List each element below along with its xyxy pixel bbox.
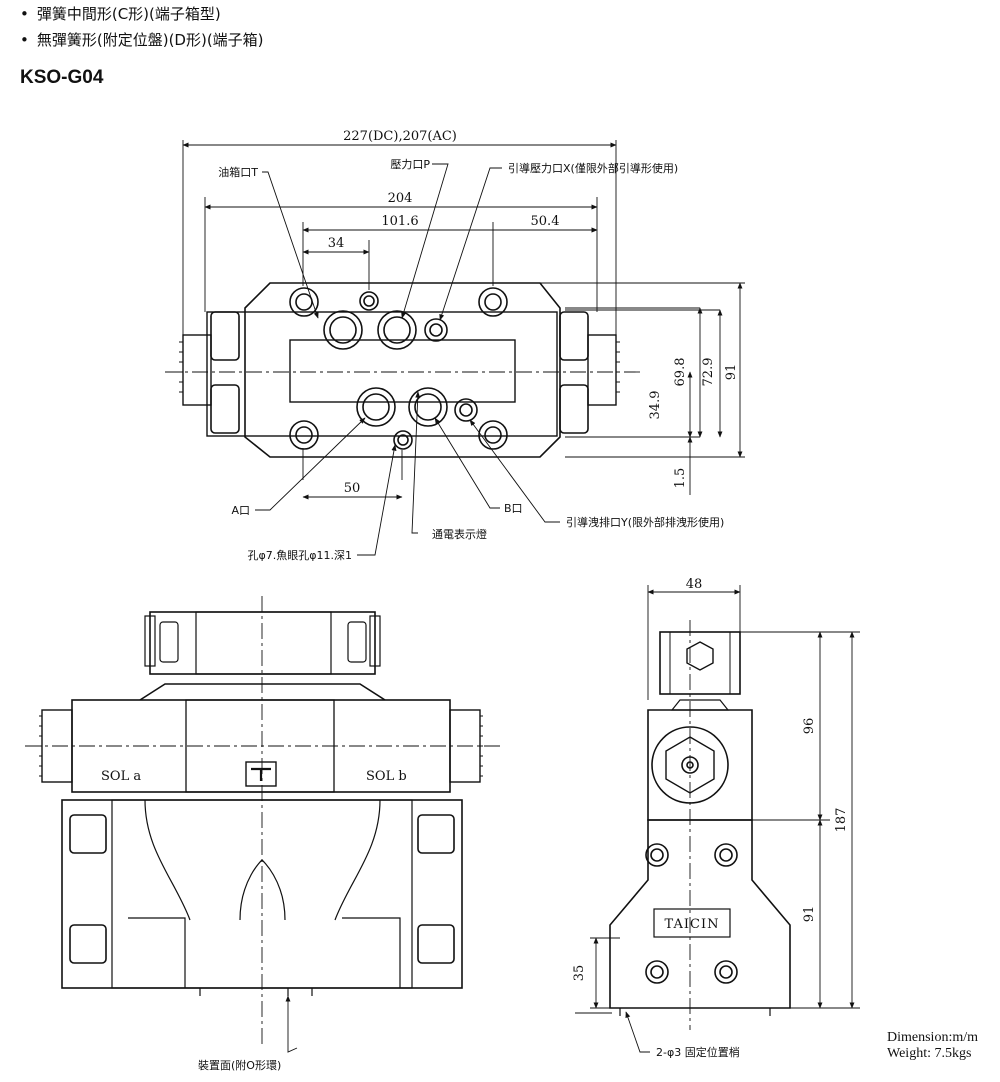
top-view <box>165 282 640 458</box>
label-pilot-x: 引導壓力口X(僅限外部引導形使用) <box>508 161 678 175</box>
dim-34: 34 <box>328 236 345 251</box>
label-hole: 孔φ7.魚眼孔φ11.深1 <box>248 549 353 562</box>
dim-overall: 227(DC),207(AC) <box>343 129 457 144</box>
top-view-dim-text: 227(DC),207(AC) 204 101.6 50.4 34 50 34.… <box>218 129 739 562</box>
label-drain-y: 引導洩排口Y(限外部排洩形使用) <box>566 515 724 529</box>
dim-204: 204 <box>388 191 413 206</box>
label-pressure-port: 壓力口P <box>390 158 430 171</box>
front-view <box>25 596 500 1053</box>
label-tank-port: 油箱口T <box>218 165 258 179</box>
pins-label: 2-φ3 固定位置梢 <box>656 1045 740 1059</box>
dim-91-side: 91 <box>802 906 817 923</box>
dimension-unit-note: Dimension:m/m <box>887 1030 978 1045</box>
brand-plate: TAICIN <box>665 917 720 932</box>
label-lamp: 通電表示燈 <box>432 527 487 541</box>
bullet-c-type: 彈簧中間形(C形)(端子箱型) <box>20 4 221 24</box>
dim-101-6: 101.6 <box>381 214 418 229</box>
dim-72-9: 72.9 <box>701 358 716 387</box>
dim-96: 96 <box>802 718 817 735</box>
sol-a-label: SOL a <box>101 769 141 784</box>
dim-35: 35 <box>572 965 587 982</box>
dim-1-5: 1.5 <box>673 468 688 489</box>
front-view-text: SOL a SOL b 裝置面(附O形環) <box>101 769 407 1072</box>
dim-34-9: 34.9 <box>648 391 663 420</box>
side-view <box>609 620 791 1030</box>
dim-50-4: 50.4 <box>531 214 560 229</box>
weight-note: Weight: 7.5kgs <box>887 1046 972 1061</box>
sol-b-label: SOL b <box>366 769 407 784</box>
dim-48: 48 <box>686 577 703 592</box>
dim-187: 187 <box>834 808 849 833</box>
model-title: KSO-G04 <box>20 67 104 88</box>
top-view-dimensions <box>182 140 745 556</box>
side-view-dimensions <box>575 585 860 1053</box>
bullet-d-type: 無彈簧形(附定位盤)(D形)(端子箱) <box>20 30 264 50</box>
dim-50: 50 <box>344 481 361 496</box>
label-port-a: A口 <box>231 504 250 517</box>
side-view-text: 48 96 187 91 35 TAICIN 2-φ3 固定位置梢 <box>572 577 849 1059</box>
dim-69-8: 69.8 <box>673 358 688 387</box>
mounting-surface-label: 裝置面(附O形環) <box>198 1058 281 1072</box>
dim-91: 91 <box>724 364 739 381</box>
label-port-b: B口 <box>504 502 523 515</box>
